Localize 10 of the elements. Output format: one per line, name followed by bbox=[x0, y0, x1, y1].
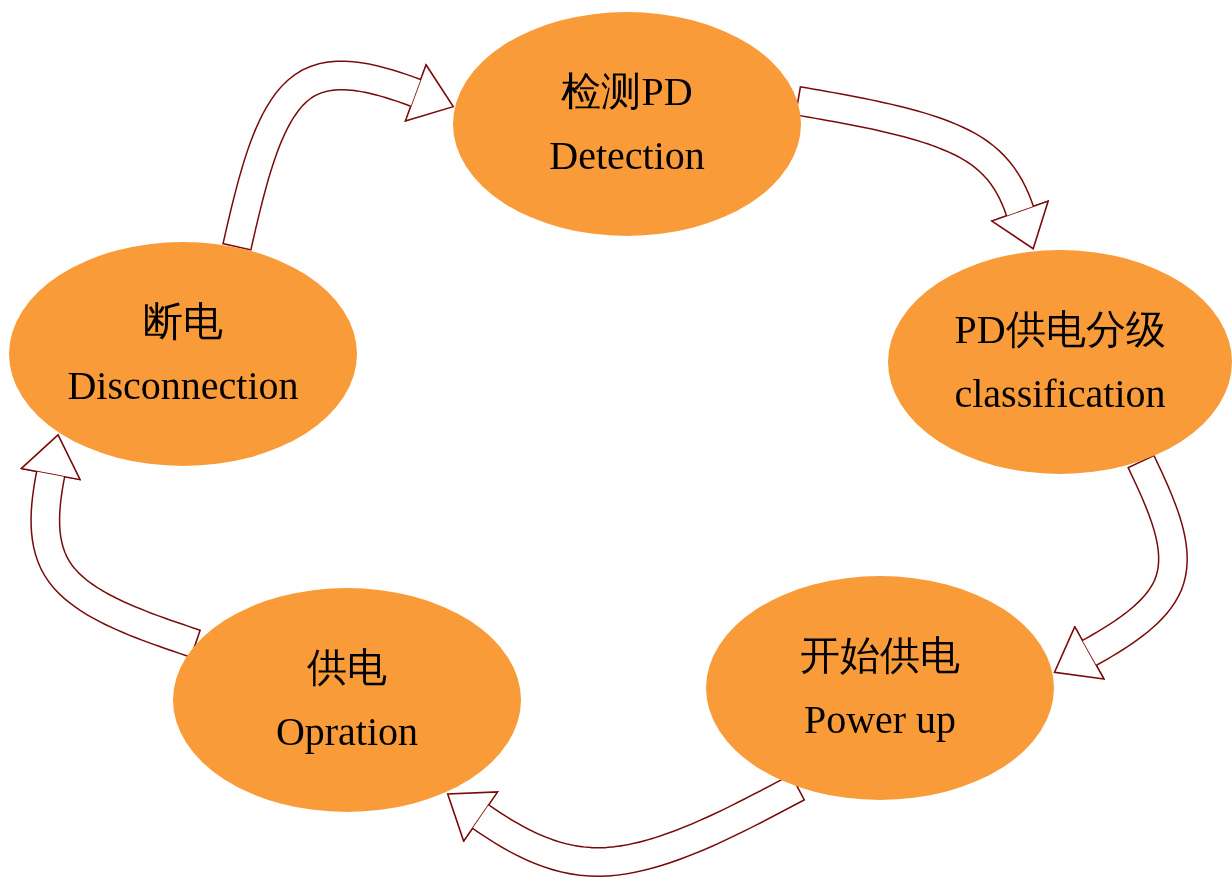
node-label: Disconnection bbox=[67, 362, 299, 410]
node-label: classification bbox=[954, 370, 1166, 418]
node-label: 开始供电 bbox=[800, 632, 960, 680]
node-label: 断电 bbox=[143, 298, 223, 346]
node-label: 供电 bbox=[307, 644, 387, 692]
node-label: PD供电分级 bbox=[954, 306, 1166, 354]
node-label: Power up bbox=[803, 696, 957, 744]
node-label: Detection bbox=[549, 132, 705, 180]
node-label: Opration bbox=[275, 708, 419, 756]
node-label: 检测PD bbox=[561, 68, 693, 116]
